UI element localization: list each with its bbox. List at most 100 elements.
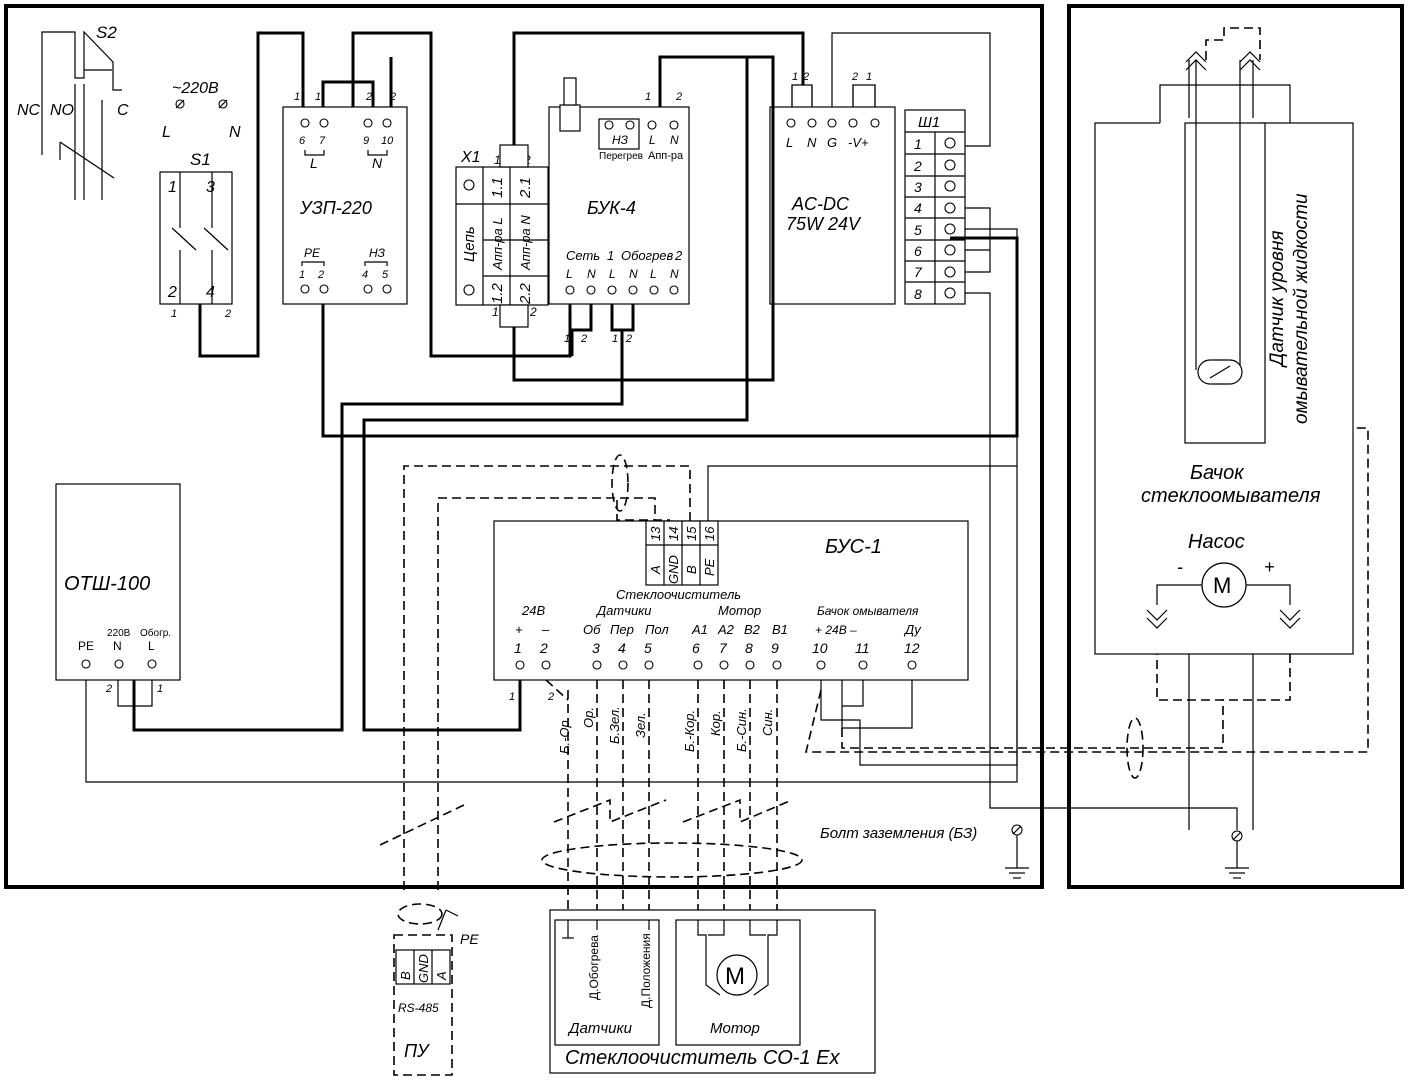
tank-sensor-label-2: омывательной жидкости	[1291, 193, 1312, 424]
wire-label-b-kor: Б.-Кор.	[682, 710, 697, 752]
x1-bottom-left: 1	[492, 305, 499, 319]
pu-connector	[395, 949, 451, 985]
sh1-row2: 2	[913, 158, 922, 174]
psu-name2: 75W 24V	[786, 214, 862, 234]
sh1-row6: 6	[914, 243, 922, 259]
pump-plus: +	[1264, 557, 1275, 577]
s1-out1: 1	[171, 308, 177, 320]
bus-n5: 5	[644, 640, 652, 656]
control-panel-pu: PE B GND A RS-485 ПУ	[393, 909, 479, 1076]
otsh-body	[55, 483, 181, 681]
bus-sensors: Датчики	[595, 603, 652, 618]
bus-1: БУС-1 13 14 15 16 A GND B PE Стеклоочист…	[493, 520, 969, 703]
bus-conn-15: 15	[684, 526, 699, 541]
buk-top-1: 1	[645, 91, 651, 103]
ground-bolt: Болт заземления (БЗ)	[820, 824, 1249, 879]
buk-out2-1: 1	[612, 333, 618, 345]
wiper-motor-m: M	[725, 963, 745, 990]
bus-tank-pm: + 24В –	[815, 623, 857, 637]
buk-heat: Обогрев	[621, 248, 674, 263]
sh1-row8: 8	[914, 286, 922, 302]
bus-w1: 1	[509, 691, 515, 703]
sh1-label: Ш1	[918, 114, 940, 131]
uzp-label: УЗП-220	[299, 198, 372, 218]
sh1-row3: 3	[914, 179, 922, 195]
terminal-block-sh1: Ш1 1 2 3 4 5 6 7 8	[904, 109, 966, 305]
buk-b-n2: N	[629, 267, 638, 281]
tank-name-2: стеклоомывателя	[1141, 485, 1321, 507]
bus-a1: A1	[691, 622, 708, 637]
terminal-x1: X1 2 1 1.1 2.1 Цепь Апп-ра L Апп-ра N 1.…	[455, 144, 549, 328]
tank-cabinet-frame	[1067, 4, 1404, 889]
wire-label-b-or: Б.-Ор.	[557, 717, 572, 754]
buk-out2-2: 2	[625, 333, 632, 345]
s1-t3: 3	[206, 179, 215, 196]
s2-nc-label: NC	[17, 102, 41, 119]
bus-24v: 24В	[521, 603, 545, 618]
buk-l: L	[649, 133, 656, 147]
dashed-wires	[379, 27, 1369, 925]
buk-out1-1: 1	[564, 333, 570, 345]
otsh-100: ОТШ-100 PE 220В N Обогр. L 2 1	[55, 483, 181, 695]
buk-out1-2: 2	[580, 333, 587, 345]
psu-g: G	[827, 135, 837, 150]
door-switch-s2: S2 NC NO C	[17, 23, 129, 200]
uzp-b4: 4	[362, 269, 368, 281]
s1-body	[159, 171, 233, 305]
bus-b2: B2	[744, 622, 761, 637]
wiper-motor-label: Мотор	[710, 1020, 760, 1037]
bus-n6: 6	[692, 640, 700, 656]
buk-top-2: 2	[675, 91, 682, 103]
uzp-term-9: 9	[363, 135, 369, 147]
pump-motor-m: M	[1213, 573, 1231, 598]
x1-chain: Цепь	[461, 226, 478, 262]
bus-a2: A2	[717, 622, 735, 637]
x1-top-left: 1	[494, 153, 501, 167]
psu-n: N	[807, 135, 817, 150]
bus-conn-16: 16	[702, 526, 717, 541]
bus-minus: –	[541, 622, 550, 637]
uzp-nz: НЗ	[369, 246, 386, 260]
bus-n9: 9	[771, 640, 779, 656]
uzp-term-6: 6	[299, 135, 306, 147]
control-cabinet-frame	[4, 4, 1044, 889]
bus-ob: Об	[583, 622, 601, 637]
bus-per: Пер	[610, 622, 634, 637]
otsh-l: L	[148, 639, 155, 653]
uzp-term-10: 10	[381, 135, 394, 147]
sh1-row5: 5	[914, 222, 922, 238]
pu-b: B	[398, 971, 413, 980]
bus-body	[493, 520, 969, 681]
bus-b1: B1	[772, 622, 788, 637]
bus-n10: 10	[812, 640, 828, 656]
buk-overheat: Перегрев	[599, 151, 643, 162]
bus-conn-13: 13	[648, 526, 663, 541]
x1-row1: 1.1	[489, 177, 506, 198]
psu-top-r1: 1	[866, 71, 872, 83]
tank-name-1: Бачок	[1190, 462, 1245, 484]
pump-minus: -	[1177, 557, 1183, 577]
sh1-row4: 4	[914, 200, 922, 216]
s1-t4: 4	[206, 284, 215, 301]
bus-n12: 12	[904, 640, 920, 656]
s1-t2: 2	[167, 284, 177, 301]
psu-top-l2: 2	[802, 71, 809, 83]
pu-label: ПУ	[404, 1041, 430, 1061]
s1-out2: 2	[224, 308, 231, 320]
psu-body	[769, 106, 896, 305]
bus-n8: 8	[745, 640, 753, 656]
buk-n2: 2	[674, 248, 683, 263]
bus-n3: 3	[592, 640, 600, 656]
s1-label: S1	[190, 150, 211, 169]
psu-v: -V+	[848, 135, 869, 150]
wire-color-labels: Б.-Ор. Ор. Б.Зел. Зел. Б.-Кор. Кор. Б.-С…	[557, 706, 775, 754]
bus-terminals	[515, 660, 917, 670]
breaker-s1: ~220В L N S1 1 3 2 4 1 2	[159, 80, 241, 320]
bus-n7: 7	[719, 640, 728, 656]
buk-b-n3: N	[670, 267, 679, 281]
otsh-pe: PE	[78, 639, 94, 653]
uzp-b1: 1	[299, 269, 305, 281]
wire-label-b-zel: Б.Зел.	[607, 706, 622, 744]
x1-bottom-right: 2	[529, 305, 537, 319]
